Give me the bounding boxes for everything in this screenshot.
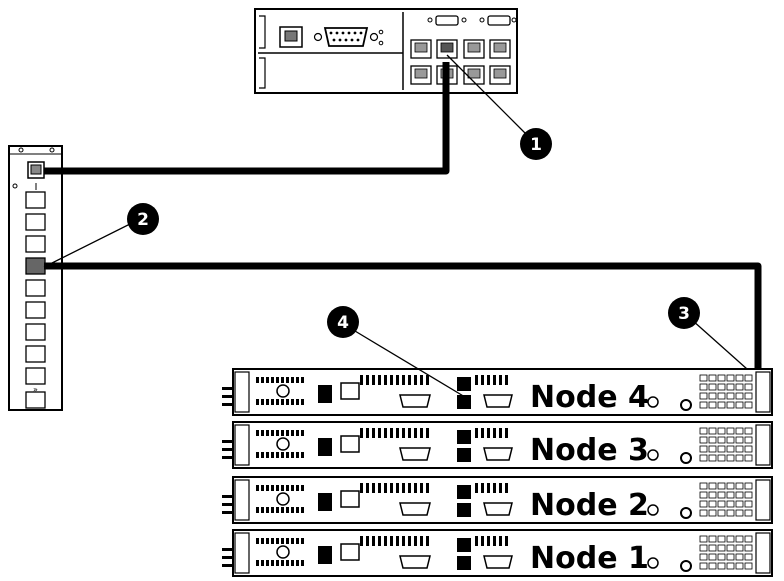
ethernet-patch-panel: » [9,146,62,410]
panel-port [26,346,45,362]
server-node: Node 3 [222,422,772,468]
panel-port [26,214,45,230]
svg-text:»: » [33,385,38,394]
callout-1: 1 [520,128,552,160]
server-node: Node 1 [222,530,772,576]
panel-port [26,192,45,208]
panel-port [26,280,45,296]
panel-port [26,368,45,384]
node-label: Node 2 [530,488,649,523]
panel-port [26,324,45,340]
callout-2: 2 [127,203,159,235]
server-node: Node 2 [222,477,772,523]
callout-3: 3 [668,297,700,329]
panel-port [26,392,45,408]
panel-port-active [26,258,45,274]
server-chassis: Node 4 Node 3 Node 2 Node 1 [222,369,772,576]
switch-port [490,40,510,58]
panel-port [26,236,45,252]
svg-text:1: 1 [530,135,542,155]
panel-port [26,302,45,318]
cable-panel-to-node4 [44,266,758,368]
switch-port [411,66,431,84]
management-switch [255,9,517,93]
node-label: Node 3 [530,433,649,468]
server-node: Node 4 [222,369,772,415]
node-label: Node 1 [530,541,649,576]
switch-port [490,66,510,84]
svg-text:4: 4 [337,313,349,333]
node-label: Node 4 [530,380,649,415]
switch-port [411,40,431,58]
callout-4: 4 [327,306,359,338]
svg-text:3: 3 [678,304,690,324]
switch-port [464,40,484,58]
svg-text:2: 2 [137,210,149,230]
